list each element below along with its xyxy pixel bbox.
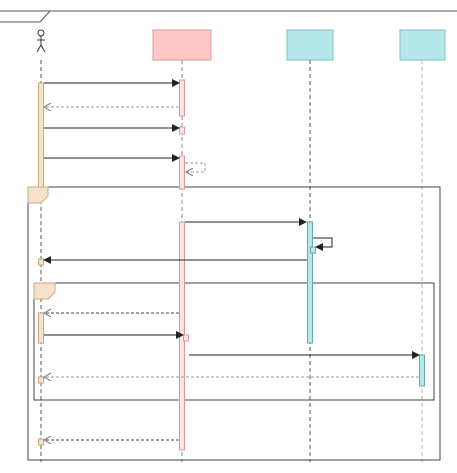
- lifeline-box-pink: [152, 29, 212, 61]
- activation-teal-1[interactable]: [307, 221, 313, 344]
- activation-actor-5[interactable]: [38, 438, 44, 446]
- activation-actor-2[interactable]: [38, 258, 44, 266]
- fragment-inner-box: [33, 282, 435, 401]
- activation-teal-1-nested[interactable]: [310, 246, 316, 254]
- lifeline-box-teal-1: [286, 29, 334, 61]
- lifeline-heads: [36, 29, 446, 61]
- activation-pink-3[interactable]: [179, 155, 185, 190]
- lifeline-head-teal-1[interactable]: [286, 29, 334, 61]
- diagram-frame: [0, 10, 457, 23]
- actor-lifeline-head[interactable]: [36, 29, 46, 53]
- fragment-outer[interactable]: [27, 186, 441, 461]
- fragment-outer-box: [27, 186, 441, 461]
- lifeline-head-teal-2[interactable]: [399, 29, 446, 61]
- fragment-inner[interactable]: [33, 282, 435, 401]
- lifeline-head-pink[interactable]: [152, 29, 212, 61]
- combined-fragments: [27, 186, 441, 461]
- message-self[interactable]: [313, 237, 333, 251]
- fragment-outer-tab: [27, 186, 49, 204]
- fragment-inner-tab: [33, 282, 56, 300]
- lifelines: [40, 60, 423, 462]
- activation-actor-3[interactable]: [38, 312, 44, 344]
- activation-pink-2[interactable]: [179, 126, 185, 135]
- activation-actor-1[interactable]: [38, 82, 44, 188]
- activation-teal-2[interactable]: [419, 354, 425, 387]
- activation-bars: [38, 79, 425, 451]
- frame-title-tab: [0, 10, 51, 23]
- activation-pink-1[interactable]: [179, 79, 185, 117]
- message-self-reply[interactable]: [185, 162, 206, 172]
- lifeline-box-teal-2: [399, 29, 446, 61]
- activation-pink-nested[interactable]: [183, 334, 189, 342]
- messages: [43, 79, 420, 440]
- stick-figure-icon: [36, 29, 46, 53]
- activation-actor-4[interactable]: [38, 376, 44, 384]
